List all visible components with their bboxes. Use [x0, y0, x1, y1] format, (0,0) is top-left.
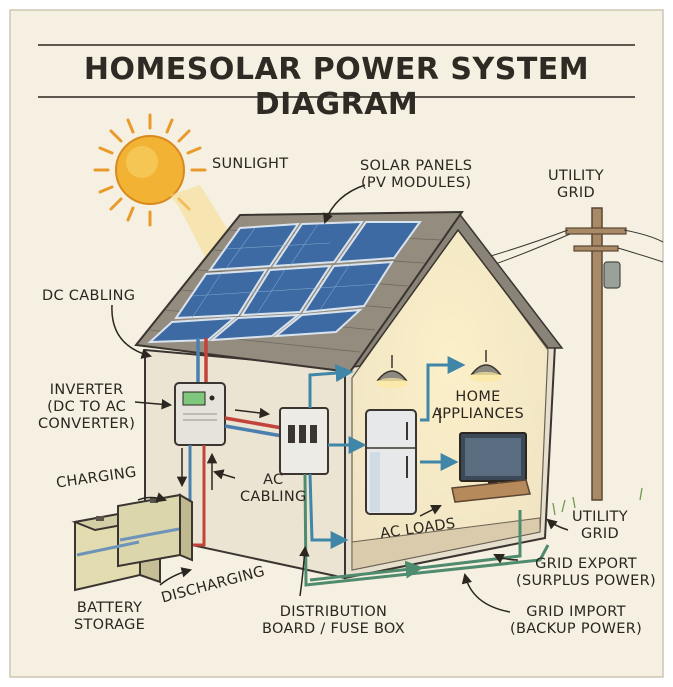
label-grid-export-line-1: GRID EXPORT — [516, 556, 656, 573]
label-battery-storage: BATTERY STORAGE — [74, 600, 145, 634]
label-home-appliances-line-2: APPLIANCES — [432, 406, 524, 423]
inverter-icon — [175, 383, 225, 445]
label-inverter-line-2: (DC TO AC — [38, 399, 135, 416]
label-home-appliances-line-1: HOME — [432, 389, 524, 406]
label-distribution-board-line-2: BOARD / FUSE BOX — [262, 621, 405, 638]
label-inverter: INVERTER (DC TO AC CONVERTER) — [38, 382, 135, 433]
label-ac-cabling-line-1: AC — [240, 472, 307, 489]
label-grid-import: GRID IMPORT (BACKUP POWER) — [510, 604, 642, 638]
label-utility-grid-right-line-1: UTILITY — [572, 509, 628, 526]
refrigerator-icon — [366, 410, 416, 514]
label-sunlight: SUNLIGHT — [212, 156, 288, 173]
label-distribution-board: DISTRIBUTION BOARD / FUSE BOX — [262, 604, 405, 638]
label-solar-panels-line-1: SOLAR PANELS — [360, 158, 472, 175]
label-utility-grid-top-line-2: GRID — [548, 185, 604, 202]
label-ac-cabling: AC CABLING — [240, 472, 307, 506]
label-utility-grid-right-line-2: GRID — [572, 526, 628, 543]
label-battery-storage-line-1: BATTERY — [74, 600, 145, 617]
label-ac-cabling-line-2: CABLING — [240, 489, 307, 506]
label-inverter-line-1: INVERTER — [38, 382, 135, 399]
label-grid-export-line-2: (SURPLUS POWER) — [516, 573, 656, 590]
label-grid-import-line-2: (BACKUP POWER) — [510, 621, 642, 638]
diagram-title: HOMESOLAR POWER SYSTEM DIAGRAM — [40, 52, 633, 122]
television-icon — [452, 433, 530, 502]
label-distribution-board-line-1: DISTRIBUTION — [262, 604, 405, 621]
label-dc-cabling: DC CABLING — [42, 288, 135, 305]
label-grid-export: GRID EXPORT (SURPLUS POWER) — [516, 556, 656, 590]
label-battery-storage-line-2: STORAGE — [74, 617, 145, 634]
label-grid-import-line-1: GRID IMPORT — [510, 604, 642, 621]
label-utility-grid-top: UTILITY GRID — [548, 168, 604, 202]
label-inverter-line-3: CONVERTER) — [38, 416, 135, 433]
label-utility-grid-right: UTILITY GRID — [572, 509, 628, 543]
label-solar-panels-line-2: (PV MODULES) — [360, 175, 472, 192]
label-home-appliances: HOME APPLIANCES — [432, 389, 524, 423]
fuse-box-icon — [280, 408, 328, 474]
label-utility-grid-top-line-1: UTILITY — [548, 168, 604, 185]
label-solar-panels: SOLAR PANELS (PV MODULES) — [360, 158, 472, 192]
